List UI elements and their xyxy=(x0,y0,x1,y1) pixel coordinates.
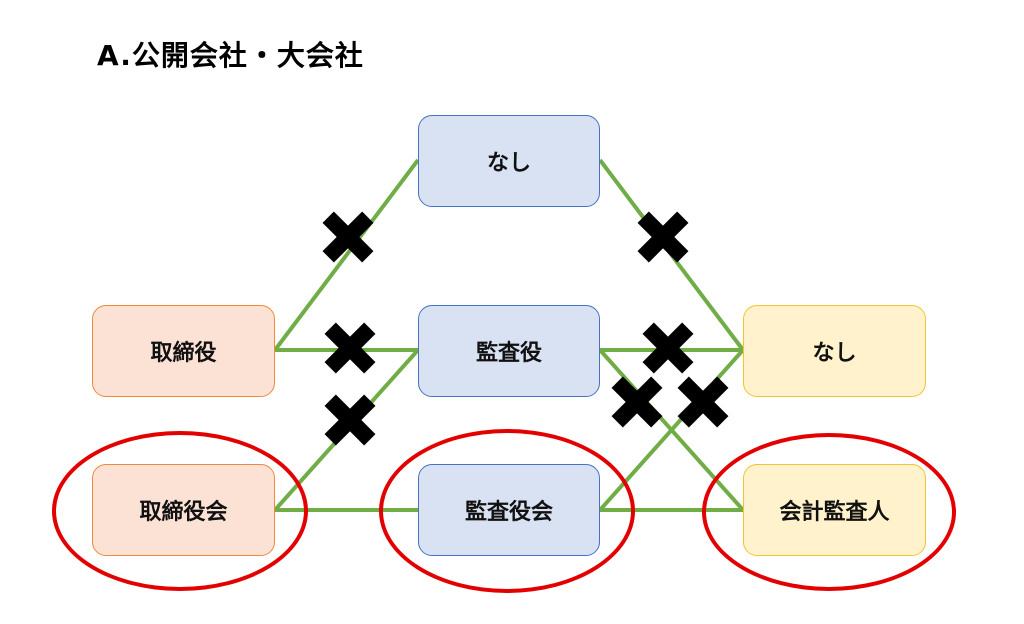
cross-icon xyxy=(611,376,663,428)
cross-icon xyxy=(324,394,376,446)
node-auditor: 監査役 xyxy=(418,305,600,397)
highlight-ring-board xyxy=(52,431,308,591)
cross-icon xyxy=(677,376,729,428)
node-right-none: なし xyxy=(743,305,926,397)
highlight-ring-audit-board xyxy=(379,429,635,593)
node-top-none: なし xyxy=(418,115,600,207)
cross-icon xyxy=(642,322,694,374)
node-director: 取締役 xyxy=(92,305,275,397)
cross-icon xyxy=(322,211,374,263)
cross-icon xyxy=(637,211,689,263)
page-title: A.公開会社・大会社 xyxy=(97,39,364,72)
line-top-none-director xyxy=(273,158,420,352)
cross-icon xyxy=(324,322,376,374)
highlight-ring-accounting-auditor xyxy=(702,433,956,591)
